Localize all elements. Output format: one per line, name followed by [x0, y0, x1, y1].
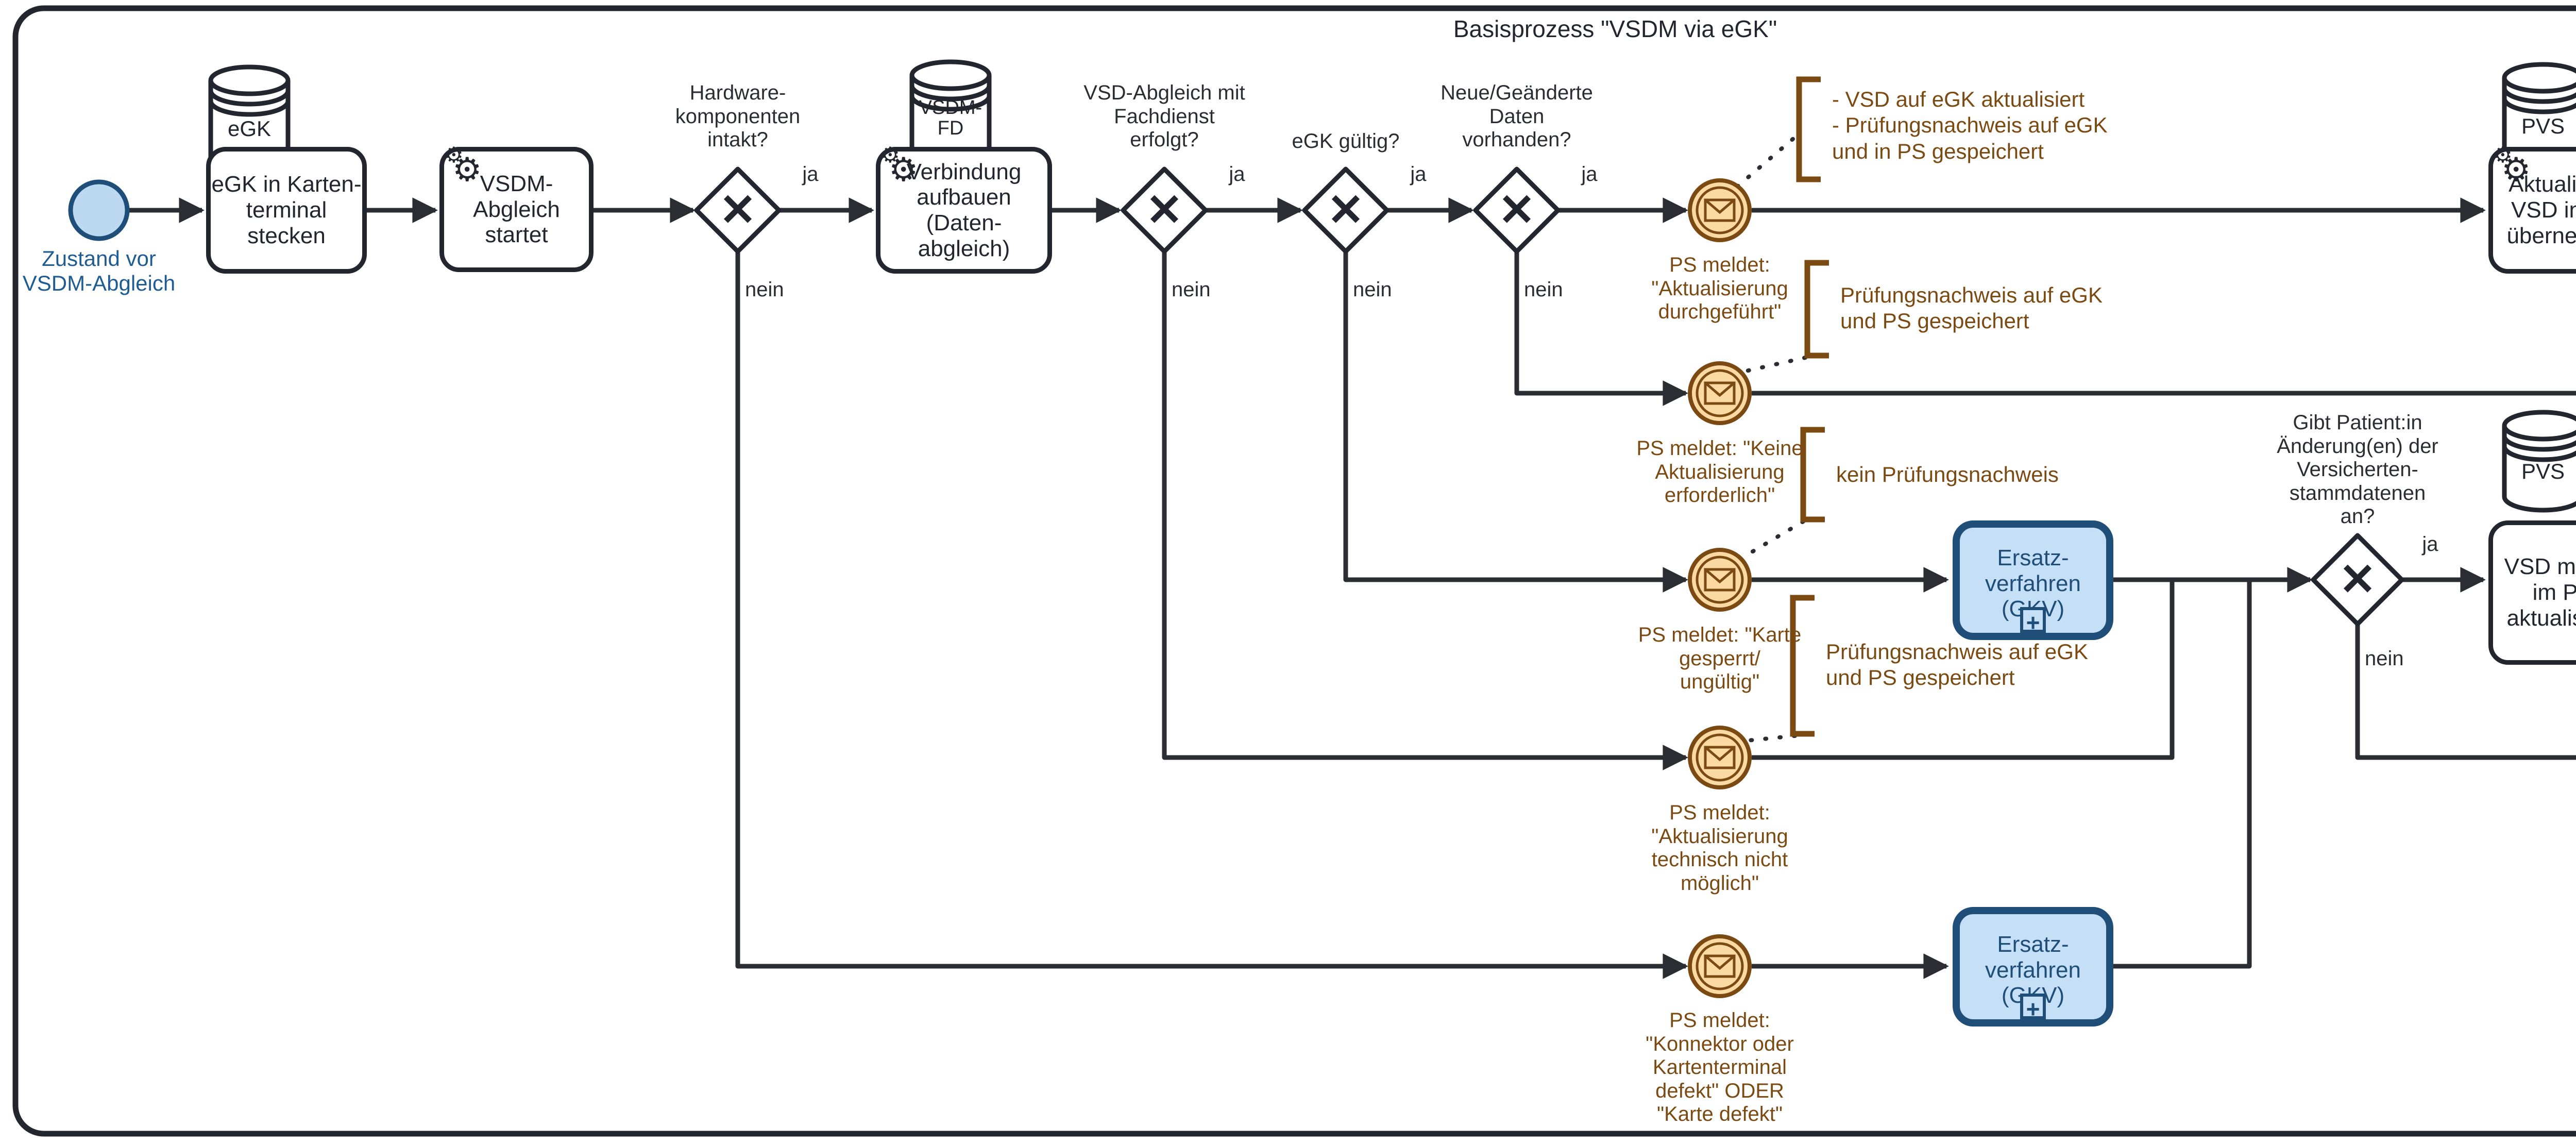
ann3-bracket [1800, 427, 1825, 523]
gateway-label-neue-daten: Neue/Geänderte Daten vorhanden? [1440, 81, 1593, 152]
annotation-brackets [1790, 76, 1829, 737]
gear-icon: ⚙ [2501, 151, 2531, 188]
edge-label-nein: nein [1353, 278, 1392, 301]
data-store-pvs-top[interactable] [2502, 62, 2576, 170]
store-label-pvs-top: PVS [2521, 114, 2565, 138]
subprocess-plus-icon: + [2020, 607, 2046, 635]
message-label-technisch-nicht-moeglich: PS meldet: "Aktualisierung technisch nic… [1651, 801, 1788, 895]
assoc-msg1-ann1 [1735, 130, 1803, 189]
assoc-ann3-msg3 [1740, 519, 1805, 560]
gear-icon: ⚙ [444, 143, 464, 167]
xor-marker-icon: ✕ [1498, 186, 1536, 235]
subprocess-ersatzverfahren-gkv-2[interactable]: Ersatz- verfahren (GKV) [1953, 907, 2113, 1027]
message-event-konnektor-defekt[interactable] [1688, 934, 1752, 998]
message-label-karte-gesperrt: PS meldet: "Karte gesperrt/ ungültig" [1638, 624, 1802, 694]
ann4-bracket [1790, 595, 1815, 737]
xor-marker-icon: ✕ [719, 186, 757, 235]
task-vsdm-abgleich-startet[interactable]: VSDM- Abgleich startet [439, 147, 594, 272]
gateway-label-hardware: Hardware- komponenten intakt? [675, 81, 801, 152]
gateway-label-abgleich-erfolgt: VSD-Abgleich mit Fachdienst erfolgt? [1083, 81, 1245, 152]
envelope-icon [1704, 198, 1736, 222]
edge-label-ja: ja [1229, 163, 1245, 186]
xor-marker-icon: ✕ [2338, 555, 2377, 604]
store-label-pvs-mid: PVS [2521, 459, 2565, 483]
store-label-egk-left: eGK [227, 116, 272, 141]
message-event-keine-aktualisierung[interactable] [1688, 361, 1752, 425]
edge-label-ja: ja [802, 163, 819, 186]
process-frame [12, 5, 2576, 1137]
envelope-icon [1704, 381, 1736, 405]
message-label-aktualisierung-durchgefuehrt: PS meldet: "Aktualisierung durchgeführt" [1651, 254, 1788, 324]
task-vsd-manuell-aktualisieren[interactable]: VSD manuell im PVS aktualisieren [2488, 520, 2576, 665]
gear-icon: ⚙ [889, 151, 919, 188]
task-verbindung-aufbauen[interactable]: Verbindung aufbauen (Daten- abgleich) [876, 147, 1052, 274]
edge-label-ja: ja [1410, 163, 1427, 186]
edge-label-ja: ja [1581, 163, 1598, 186]
envelope-icon [1704, 746, 1736, 769]
subprocess-plus-icon: + [2020, 994, 2046, 1021]
envelope-icon [1704, 954, 1736, 978]
message-event-aktualisierung-durchgefuehrt[interactable] [1688, 178, 1752, 242]
assoc-ann4-msg4 [1740, 734, 1797, 743]
data-store-vsdm-fd[interactable] [909, 59, 992, 167]
annotation-vsd-aktualisiert: - VSD auf eGK aktualisiert - Prüfungsnac… [1832, 87, 2108, 163]
task-egk-in-kartenterminal-stecken[interactable]: eGK in Karten- terminal stecken [206, 147, 367, 274]
edge-label-nein: nein [1172, 278, 1211, 301]
message-event-technisch-nicht-moeglich[interactable] [1688, 726, 1752, 789]
gateway-neue-daten[interactable] [1473, 166, 1561, 254]
data-store-pvs-mid[interactable] [2502, 410, 2576, 513]
message-event-karte-gesperrt[interactable] [1688, 548, 1752, 612]
gear-icon: ⚙ [2493, 143, 2513, 167]
annotation-kein-pruefungsnachweis: kein Prüfungsnachweis [1836, 462, 2059, 486]
start-event-label: Zustand vor VSDM-Abgleich [22, 246, 176, 295]
task-aktualisierte-vsd-uebernehmen[interactable]: Aktualisierte VSD ins PS übernehmen [2488, 147, 2576, 274]
start-event[interactable] [68, 179, 130, 241]
ann2-bracket [1804, 260, 1829, 359]
gateway-label-egk-gueltig: eGK gültig? [1292, 130, 1400, 153]
gateway-hardware-intakt[interactable] [694, 166, 782, 254]
store-label-vsdm-fd: VSDM- FD [919, 97, 982, 139]
flow-ersatz2-to-join [2113, 580, 2252, 969]
envelope-icon [1704, 568, 1736, 592]
message-label-keine-aktualisierung: PS meldet: "Keine Aktualisierung erforde… [1636, 437, 1803, 507]
edge-label-nein: nein [2365, 647, 2404, 670]
flow-msg4-to-join [1752, 580, 2175, 760]
message-events [1688, 178, 1752, 998]
diagram-title: Basisprozess "VSDM via eGK" [1453, 15, 1777, 42]
gear-icon: ⚙ [880, 143, 900, 167]
flow-gw3-nein-to-msg3 [1343, 253, 1688, 593]
edge-label-nein: nein [745, 278, 784, 301]
sequence-flows [129, 197, 2576, 979]
xor-marker-icon: ✕ [1327, 186, 1365, 235]
annotation-pruefungsnachweis-1: Prüfungsnachweis auf eGK und PS gespeich… [1840, 283, 2103, 333]
edge-label-nein: nein [1524, 278, 1563, 301]
gateway-egk-gueltig[interactable] [1302, 166, 1389, 254]
xor-marker-icon: ✕ [1145, 186, 1183, 235]
flow-patientgw-nein-to-trunk [2355, 625, 2576, 760]
gateway-abgleich-erfolgt[interactable] [1121, 166, 1208, 254]
flow-gw4-nein-to-msg2 [1514, 253, 1688, 406]
data-stores [208, 59, 2576, 513]
message-label-konnektor-defekt: PS meldet: "Konnektor oder Kartentermina… [1646, 1009, 1794, 1126]
annotation-pruefungsnachweis-2: Prüfungsnachweis auf eGK und PS gespeich… [1826, 640, 2088, 690]
flow-gw2-nein-to-msg4 [1162, 253, 1688, 770]
gateway-label-patient-aenderung: Gibt Patient:in Änderung(en) der Versich… [2277, 411, 2438, 528]
ann1-bracket [1796, 76, 1821, 182]
gear-icon: ⚙ [452, 151, 482, 188]
edge-label-ja: ja [2422, 533, 2438, 556]
flow-gw1-nein-to-msg5 [735, 253, 1688, 979]
gateway-patient-aenderung[interactable] [2311, 533, 2404, 627]
associations [1735, 130, 1807, 743]
